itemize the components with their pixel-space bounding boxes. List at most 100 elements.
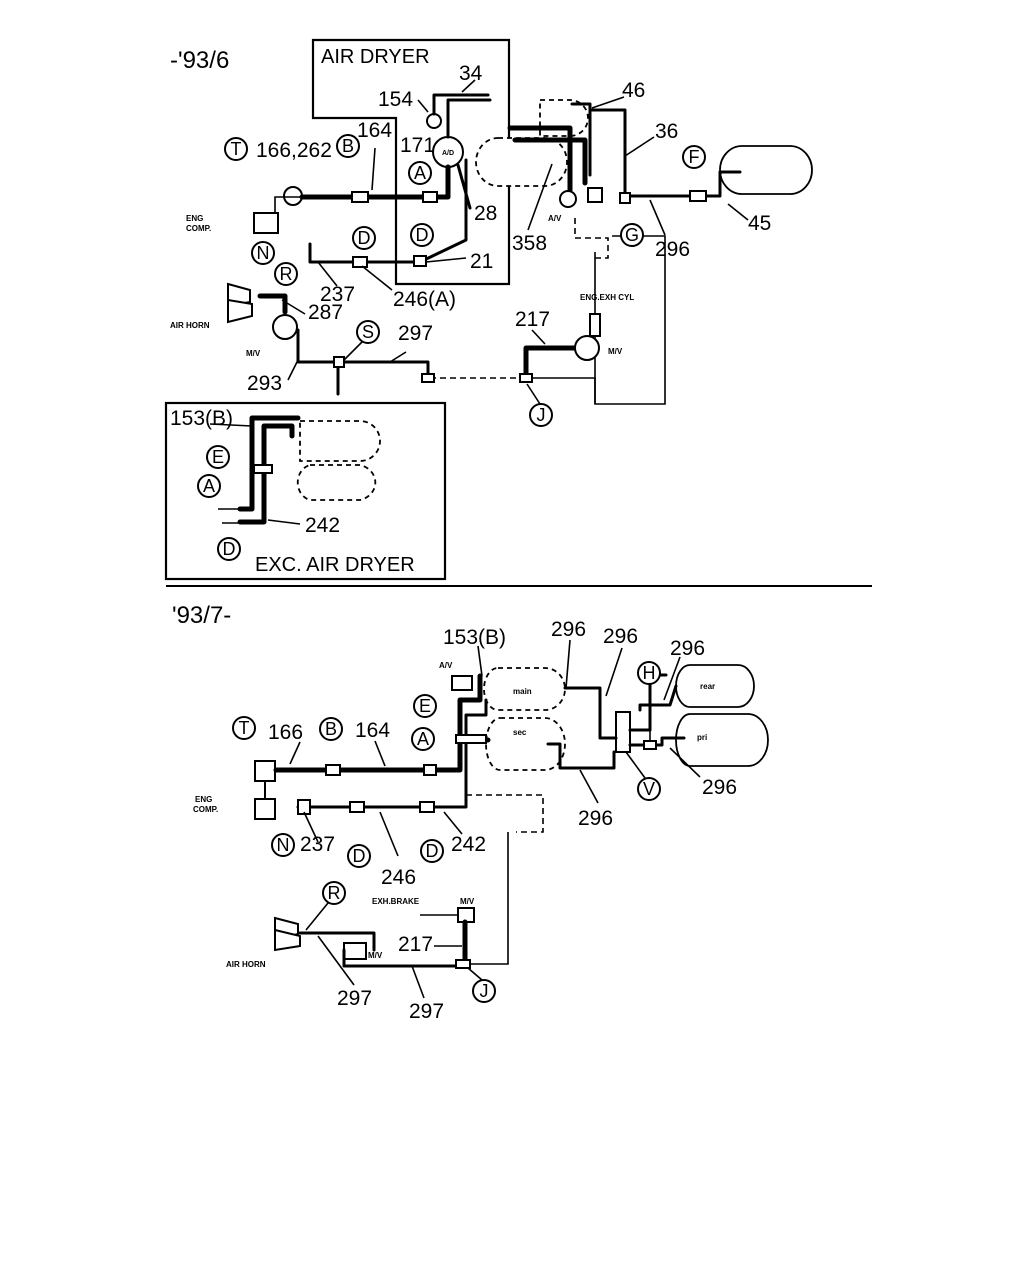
- leader-297: [389, 351, 407, 363]
- bubble-d2: D: [410, 223, 434, 247]
- svg-text:A: A: [414, 163, 426, 183]
- bottom-part-217: 217: [398, 933, 433, 956]
- bottom-hose-296c: [638, 684, 678, 712]
- leader-21: [425, 257, 467, 263]
- exc-air-dryer-label: EXC. AIR DRYER: [255, 554, 415, 576]
- bottom-section: '93/7- main sec rear pri ENG COMP. A/V: [172, 602, 769, 1023]
- bottom-period-label: '93/7-: [172, 602, 231, 629]
- inset-hose-a: [237, 415, 301, 512]
- hose-21: [308, 158, 468, 264]
- leader-b-166: [289, 741, 301, 765]
- bottom-compressor: [254, 798, 276, 820]
- bottom-bubble-a: A: [411, 727, 435, 751]
- bottom-hose-246: [296, 698, 488, 809]
- line-to-217: [530, 377, 596, 404]
- svg-text:S: S: [362, 322, 374, 342]
- part-297: 297: [398, 322, 433, 345]
- leader-28: [456, 163, 472, 210]
- fitting-s: [333, 356, 345, 368]
- bottom-fitting-d2: [419, 801, 435, 813]
- engine-compressor: [253, 212, 279, 234]
- bottom-bubble-b: B: [319, 717, 343, 741]
- bottom-part-246: 246: [381, 866, 416, 889]
- hose-358-a: [507, 125, 573, 193]
- bubble-g: G: [620, 223, 644, 247]
- inset-part-153b: 153(B): [170, 407, 233, 430]
- bottom-av: [451, 675, 473, 691]
- svg-text:T: T: [231, 139, 242, 159]
- inset-bubble-d: D: [217, 537, 241, 561]
- hose-154-line: [432, 93, 490, 116]
- bottom-bubble-t: T: [232, 716, 256, 740]
- valve-154: [426, 113, 442, 129]
- bottom-line-to-j: [470, 832, 509, 965]
- part-154: 154: [378, 88, 413, 111]
- bottom-eng-label: ENG: [195, 795, 212, 804]
- svg-text:D: D: [416, 225, 429, 245]
- air-horn-label: AIR HORN: [170, 321, 210, 330]
- bottom-hose-164: [273, 673, 483, 773]
- exh-brake-loop: [594, 235, 666, 405]
- bottom-hose-296d: [546, 742, 616, 770]
- hose-287: [257, 293, 288, 315]
- bubble-r: R: [274, 262, 298, 286]
- mv-valve-1: [272, 314, 298, 340]
- compressor-head: [283, 186, 303, 206]
- av-dashed-line: [574, 218, 609, 259]
- bottom-air-horn-label: AIR HORN: [226, 960, 266, 969]
- inset-stubs: [218, 508, 240, 524]
- bottom-mv-horn: [343, 942, 367, 960]
- part-164: 164: [357, 119, 392, 142]
- fitting-a: [422, 191, 438, 203]
- mv-label-1: M/V: [246, 349, 261, 358]
- hose-293: [296, 328, 340, 396]
- bottom-part-297a: 297: [337, 987, 372, 1010]
- svg-text:J: J: [480, 981, 489, 1001]
- fitting-j: [519, 373, 533, 383]
- rear-label: rear: [700, 682, 715, 691]
- inset-fitting-e: [253, 464, 273, 474]
- tank-main: [483, 667, 566, 711]
- part-296: 296: [655, 238, 690, 261]
- leader-b-v: [625, 751, 646, 779]
- leader-293: [287, 359, 299, 381]
- tank-right: [719, 145, 813, 195]
- leader-246a: [361, 265, 393, 291]
- leader-b-296c: [663, 656, 681, 701]
- bottom-bubble-h: H: [637, 661, 661, 685]
- svg-text:D: D: [353, 846, 366, 866]
- svg-text:B: B: [342, 136, 354, 156]
- svg-text:R: R: [280, 264, 293, 284]
- bubble-n: N: [251, 241, 275, 265]
- inset-tank-1: [299, 420, 381, 462]
- inset-tank-2: [296, 464, 377, 501]
- leader-237: [317, 261, 338, 287]
- bottom-fitting-a: [423, 764, 437, 776]
- leader-b-j: [467, 967, 483, 981]
- av-valve: [559, 190, 577, 208]
- leader-b-296b: [605, 647, 623, 697]
- bottom-mv-label-1: M/V: [460, 897, 475, 906]
- exh-brake-label: EXH.BRAKE: [372, 897, 420, 906]
- air-horn-2: [227, 298, 253, 324]
- tank-sec: [485, 717, 566, 771]
- av-valve-body: [587, 187, 603, 203]
- mv-valve-2: [574, 335, 600, 361]
- sec-label: sec: [513, 728, 527, 737]
- eng-label: ENG: [186, 214, 203, 223]
- svg-text:B: B: [325, 719, 337, 739]
- bottom-part-237: 237: [300, 833, 335, 856]
- part-171: 171: [400, 134, 435, 157]
- svg-text:G: G: [625, 225, 639, 245]
- bottom-bubble-r: R: [322, 881, 346, 905]
- bottom-compressor-head: [254, 760, 276, 782]
- leader-358: [527, 163, 553, 231]
- av-label: A/V: [548, 214, 562, 223]
- leader-b-164: [374, 740, 386, 767]
- leader-j: [526, 383, 541, 405]
- bottom-hose-296a: [563, 686, 618, 740]
- leader-b-297b: [411, 965, 425, 999]
- bottom-bubble-d1: D: [347, 844, 371, 868]
- part-358: 358: [512, 232, 547, 255]
